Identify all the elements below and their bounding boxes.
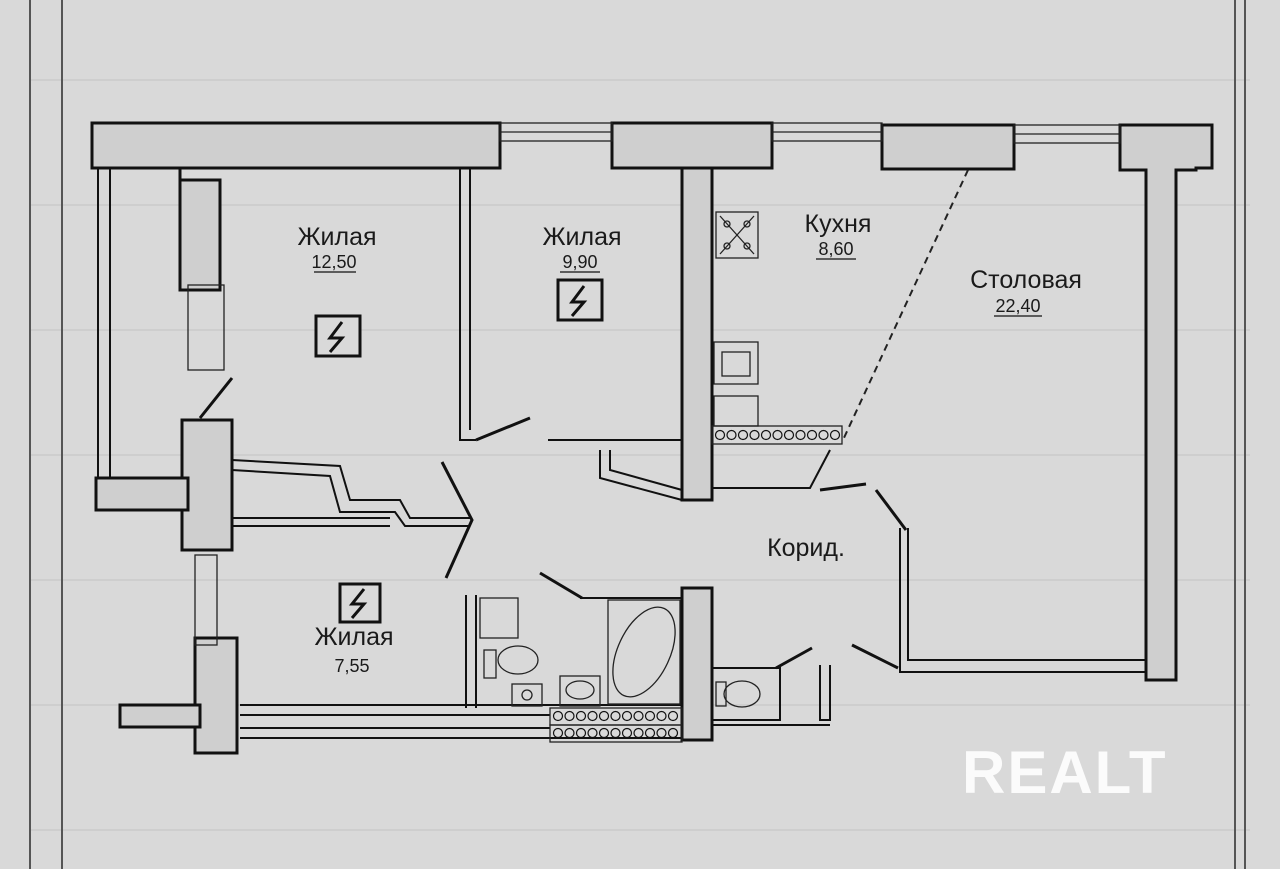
room-corridor-name: Корид. <box>767 534 845 562</box>
duct-circle <box>633 727 644 739</box>
electric-panel-icon <box>338 582 382 624</box>
windows <box>187 122 1121 646</box>
duct-circle <box>552 710 564 722</box>
wash-basin-icon <box>559 675 601 707</box>
room-kitchen-area: 8,60 <box>818 239 853 259</box>
duct-circle <box>772 429 783 441</box>
exterior-walls <box>90 121 1214 755</box>
duct-circle <box>760 429 772 441</box>
duct-circle <box>633 710 644 722</box>
duct-circle <box>644 727 656 739</box>
duct-circle <box>621 710 633 722</box>
duct-circle <box>552 727 564 739</box>
duct-circle <box>564 710 575 722</box>
room-dining-area: 22,40 <box>995 296 1040 316</box>
room-living-1-area: 12,50 <box>311 252 356 272</box>
duct-circle <box>726 429 737 441</box>
duct-circle <box>564 727 575 739</box>
duct-circle <box>575 710 587 722</box>
room-living-2-name: Жилая <box>542 223 621 251</box>
wc-toilet-icon <box>715 680 761 708</box>
stove-icon <box>715 211 759 259</box>
duct-circle <box>656 710 667 722</box>
zone-divider <box>842 169 969 441</box>
room-living-2-area: 9,90 <box>562 252 597 272</box>
duct-circle <box>575 727 587 739</box>
duct-circle <box>806 429 818 441</box>
duct-circle <box>667 710 679 722</box>
duct-circle <box>667 727 679 739</box>
duct-circle <box>749 429 760 441</box>
electric-panel-icon <box>556 278 604 322</box>
duct-circle <box>587 710 598 722</box>
duct-circle <box>644 710 656 722</box>
duct-circle <box>783 429 795 441</box>
room-living-3-name: Жилая <box>314 623 393 651</box>
room-living-3-area: 7,55 <box>334 656 369 676</box>
duct-circle <box>656 727 667 739</box>
toilet-icon <box>483 645 539 679</box>
duct-circle <box>714 429 726 441</box>
interior-partitions <box>231 168 1146 739</box>
duct-circle <box>598 710 610 722</box>
duct-circle <box>610 710 621 722</box>
duct-circles <box>552 429 841 739</box>
doors <box>198 377 908 670</box>
kitchen-sink-icon <box>713 341 759 427</box>
electric-panel-icon <box>314 314 362 358</box>
duct-circle <box>795 429 806 441</box>
duct-circle <box>621 727 633 739</box>
room-dining-name: Столовая <box>970 266 1082 294</box>
duct-circle <box>829 429 841 441</box>
room-kitchen-name: Кухня <box>805 210 872 238</box>
page-border-lines <box>29 0 1246 869</box>
ventilation-duct <box>549 425 843 743</box>
duct-circle <box>737 429 749 441</box>
duct-circle <box>598 727 610 739</box>
bathtub-icon <box>607 599 681 705</box>
duct-circle <box>818 429 829 441</box>
room-living-1-name: Жилая <box>297 223 376 251</box>
duct-circle <box>610 727 621 739</box>
small-basin-icon <box>511 683 543 707</box>
watermark-logo: REALT <box>962 739 1168 806</box>
shelf-icon <box>479 597 519 639</box>
duct-circle <box>587 727 598 739</box>
balcony <box>97 168 111 478</box>
